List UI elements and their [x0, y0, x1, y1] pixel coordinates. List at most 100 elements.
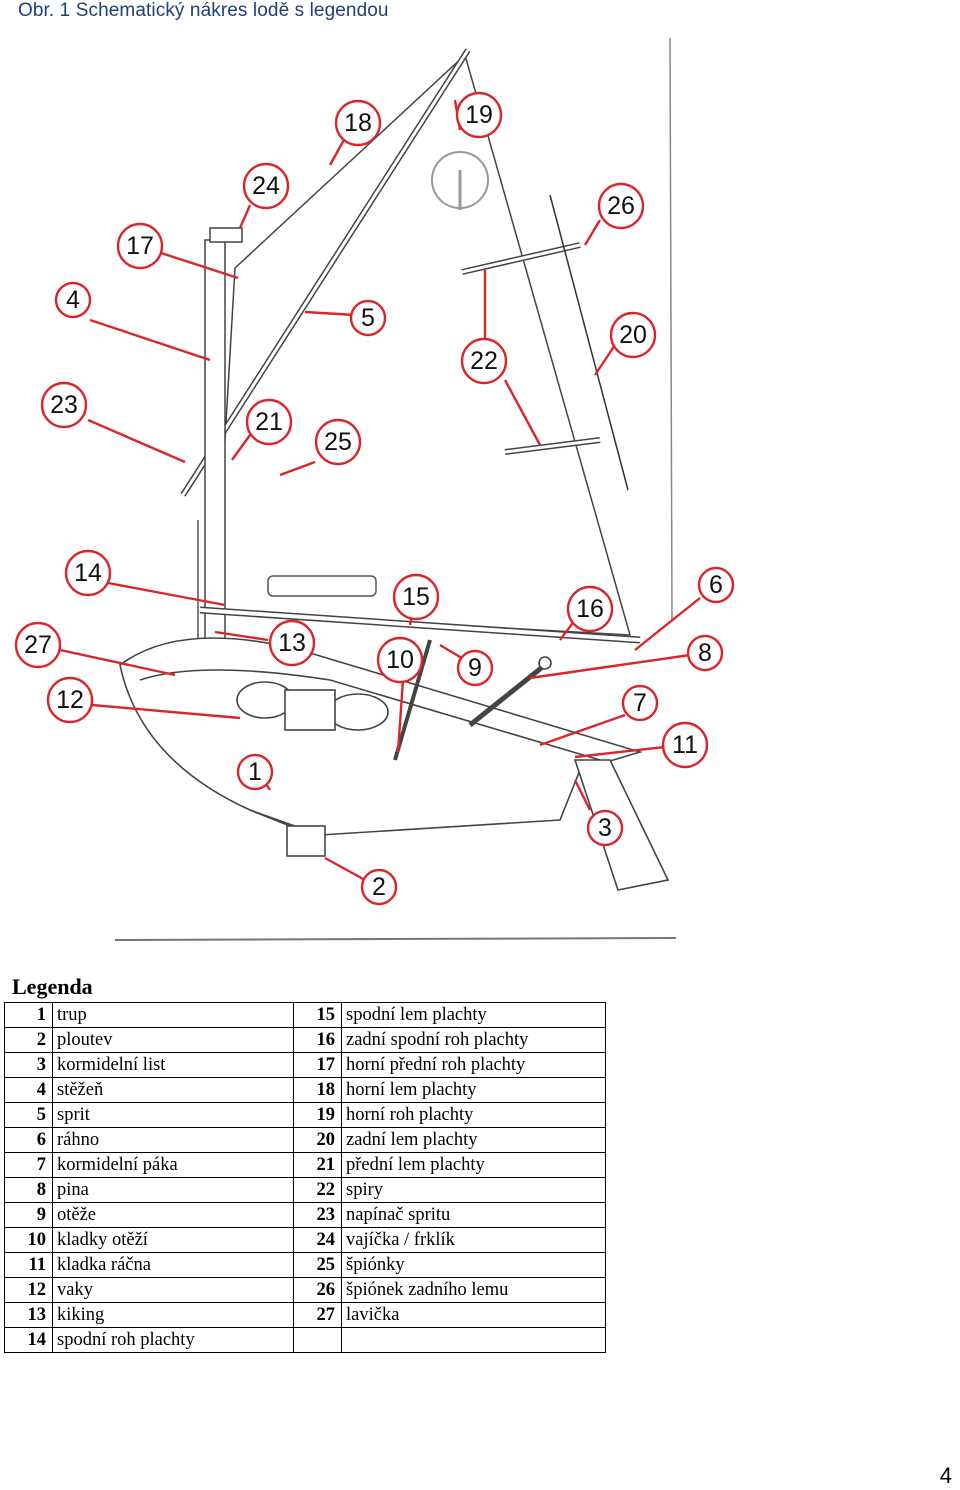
callout-7: 7 — [621, 684, 659, 722]
callout-label: 23 — [50, 391, 78, 419]
legend-term: ráhno — [52, 1127, 294, 1153]
legend-term: horní roh plachty — [341, 1102, 606, 1128]
legend-term: pina — [52, 1177, 294, 1203]
legend-number: 21 — [293, 1152, 342, 1178]
legend-number: 12 — [4, 1277, 53, 1303]
callout-8: 8 — [686, 634, 724, 672]
sail — [180, 48, 632, 636]
callout-label: 26 — [607, 192, 635, 220]
legend-number: 3 — [4, 1052, 53, 1078]
legend-term: spiry — [341, 1177, 606, 1203]
callout-label: 24 — [252, 172, 280, 200]
callout-label: 8 — [698, 639, 712, 667]
callout-label: 15 — [402, 583, 430, 611]
legend-term: ploutev — [52, 1027, 294, 1053]
callout-25: 25 — [314, 418, 362, 466]
callout-24: 24 — [242, 162, 290, 210]
callout-label: 17 — [126, 232, 154, 260]
legend-number: 10 — [4, 1227, 53, 1253]
callout-label: 12 — [56, 686, 84, 714]
callout-12: 12 — [46, 676, 94, 724]
callout-label: 13 — [278, 629, 306, 657]
figure-caption: Obr. 1 Schematický nákres lodě s legendo… — [18, 0, 389, 21]
callout-label: 21 — [255, 408, 283, 436]
callout-27: 27 — [14, 621, 62, 669]
callout-22: 22 — [460, 337, 508, 385]
callout-20: 20 — [609, 311, 657, 359]
callout-label: 19 — [465, 101, 493, 129]
callout-label: 16 — [576, 595, 604, 623]
legend-number: 4 — [4, 1077, 53, 1103]
legend-term: kormidelní páka — [52, 1152, 294, 1178]
legend-number: 8 — [4, 1177, 53, 1203]
legend-term: spodní roh plachty — [52, 1327, 294, 1353]
legend-number: 25 — [293, 1252, 342, 1278]
legend-number: 18 — [293, 1077, 342, 1103]
callout-21: 21 — [245, 398, 293, 446]
callout-label: 5 — [361, 304, 375, 332]
callout-label: 3 — [598, 814, 612, 842]
callout-19: 19 — [455, 91, 503, 139]
ground-line — [114, 937, 677, 941]
callout-label: 2 — [372, 873, 386, 901]
legend-number: 16 — [293, 1027, 342, 1053]
legend-title: Legenda — [12, 974, 93, 999]
legend-number: 23 — [293, 1202, 342, 1228]
legend-number: 5 — [4, 1102, 53, 1128]
legend-number: 7 — [4, 1152, 53, 1178]
callout-26: 26 — [597, 182, 645, 230]
page-number: 4 — [939, 1463, 952, 1488]
legend-number: 22 — [293, 1177, 342, 1203]
margin-line — [669, 37, 673, 621]
legend-term: napínač spritu — [341, 1202, 606, 1228]
legend-number: 14 — [4, 1327, 53, 1353]
callout-13: 13 — [268, 619, 316, 667]
callout-label: 14 — [74, 559, 102, 587]
callout-label: 22 — [470, 347, 498, 375]
legend-term — [341, 1327, 606, 1353]
callout-16: 16 — [566, 585, 614, 633]
callout-label: 11 — [672, 731, 698, 759]
callout-label: 9 — [468, 654, 482, 682]
legend-number: 11 — [4, 1252, 53, 1278]
legend-number: 6 — [4, 1127, 53, 1153]
legend-number: 19 — [293, 1102, 342, 1128]
callout-11: 11 — [661, 721, 709, 769]
legend-term: sprit — [52, 1102, 294, 1128]
callout-18: 18 — [334, 99, 382, 147]
legend-number: 1 — [4, 1002, 53, 1028]
legend-term: kladky otěží — [52, 1227, 294, 1253]
callout-5: 5 — [349, 299, 387, 337]
callout-14: 14 — [64, 549, 112, 597]
callout-6: 6 — [697, 566, 735, 604]
legend-number: 20 — [293, 1127, 342, 1153]
callout-10: 10 — [376, 636, 424, 684]
legend-term: spodní lem plachty — [341, 1002, 606, 1028]
legend-term: vaky — [52, 1277, 294, 1303]
legend-term: zadní lem plachty — [341, 1127, 606, 1153]
legend-term: špiónky — [341, 1252, 606, 1278]
legend-number — [293, 1327, 342, 1353]
callout-23: 23 — [40, 381, 88, 429]
callout-17: 17 — [116, 222, 164, 270]
legend-term: špiónek zadního lemu — [341, 1277, 606, 1303]
legend-term: zadní spodní roh plachty — [341, 1027, 606, 1053]
legend-number: 13 — [4, 1302, 53, 1328]
callout-label: 7 — [633, 689, 647, 717]
legend-number: 2 — [4, 1027, 53, 1053]
legend-number: 26 — [293, 1277, 342, 1303]
